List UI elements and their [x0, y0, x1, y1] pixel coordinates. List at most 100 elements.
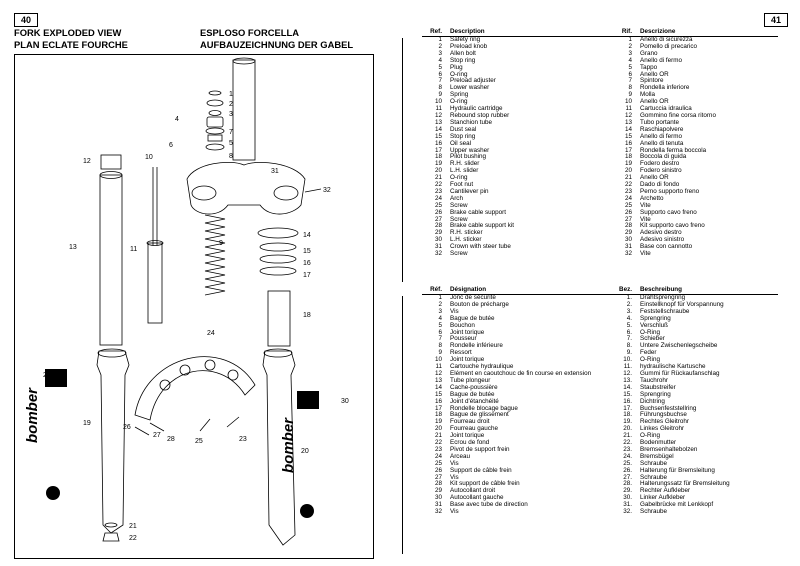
part-desc: Stop ring: [450, 56, 476, 64]
part-ref: 22: [434, 181, 442, 189]
part-desc-alt: Kit supporto cavo freno: [640, 222, 705, 230]
exploded-view-figure: bomber bomber 1 2 3 4 5 6 7 8 9 10 11: [14, 54, 374, 559]
part-ref: 19: [434, 418, 442, 426]
part-ref-alt: 2: [628, 42, 632, 50]
part-desc-alt: Untere Zwischenlegscheibe: [640, 342, 718, 350]
part-ref-alt: 29.: [623, 487, 632, 495]
part-desc-alt: Anello di fermo: [640, 132, 682, 140]
part-ref: 17: [434, 146, 442, 154]
part-ref: 2: [438, 300, 442, 308]
part-desc-alt: O-Ring: [640, 328, 660, 336]
part-ref-alt: 13: [624, 118, 632, 126]
callout-1: 1: [229, 91, 233, 98]
part-ref: 25: [434, 459, 442, 467]
part-desc-alt: Fodero sinistro: [640, 167, 682, 175]
part-ref-alt: 18.: [623, 411, 632, 419]
callout-18: 18: [303, 312, 311, 319]
part-ref-alt: 26: [624, 208, 632, 216]
part-ref: 20: [434, 425, 442, 433]
part-desc-alt: Perno supporto freno: [640, 187, 700, 195]
part-ref-alt: 13.: [623, 376, 632, 384]
part-ref-alt: 25: [624, 201, 632, 209]
part-desc: Lower washer: [450, 84, 490, 92]
part-ref-alt: 2.: [626, 300, 632, 308]
part-desc-alt: Feststellschraube: [640, 307, 690, 315]
part-desc: Pivot de support frein: [450, 445, 510, 453]
part-desc: Jonc de sécurité: [450, 294, 496, 301]
part-ref-alt: 21: [624, 174, 632, 182]
part-ref: 28: [434, 480, 442, 488]
part-ref: 31: [434, 243, 442, 251]
part-ref-alt: 30: [624, 236, 632, 244]
part-ref-alt: 9.: [626, 349, 632, 357]
part-desc-alt: Rondella inferiore: [640, 84, 690, 92]
part-desc-alt: Feder: [640, 349, 657, 357]
part-ref: 28: [434, 222, 442, 230]
callout-11: 11: [130, 246, 137, 253]
part-ref: 9: [438, 349, 442, 357]
callout-25: 25: [195, 438, 203, 445]
part-desc: Plug: [450, 63, 463, 71]
part-desc-alt: Gommino fine corsa ritorno: [640, 111, 716, 119]
part-ref: 13: [434, 118, 442, 126]
page-number-left: 40: [14, 13, 38, 27]
part-desc-alt: Spintore: [640, 77, 664, 85]
part-ref: 18: [434, 153, 442, 161]
callout-15: 15: [303, 248, 311, 255]
part-ref-alt: 8: [628, 84, 632, 92]
part-desc-alt: Gabelbrücke mit Lenkkopf: [640, 501, 714, 509]
part-ref: 26: [434, 208, 442, 216]
part-desc-alt: Anello di tenuta: [640, 139, 684, 147]
part-desc-alt: Fodero destro: [640, 160, 680, 168]
part-desc-alt: Halterungssatz für Bremsleitung: [640, 480, 730, 488]
part-ref-alt: 5: [628, 63, 632, 71]
part-desc: Crown with steer tube: [450, 243, 511, 251]
callout-21: 21: [129, 523, 137, 530]
callout-30: 30: [341, 398, 349, 405]
part-desc-alt: Molla: [640, 91, 656, 99]
part-desc: R.H. slider: [450, 160, 480, 168]
part-ref-alt: 20.: [623, 425, 632, 433]
col-descrizione: Descrizione: [640, 27, 778, 37]
part-desc: Brake cable support: [450, 208, 507, 216]
col-beschreibung: Beschreibung: [640, 285, 778, 295]
title-fr: PLAN ECLATE FOURCHE: [14, 38, 128, 50]
part-ref-alt: 24: [624, 194, 632, 202]
part-ref-alt: 20: [624, 167, 632, 175]
callout-31: 31: [271, 168, 279, 175]
part-ref-alt: 25.: [623, 459, 632, 467]
part-desc: Vis: [450, 459, 459, 467]
part-desc: Cantilever pin: [450, 187, 489, 195]
part-desc: Dust seal: [450, 125, 477, 133]
part-ref-alt: 31.: [623, 501, 632, 509]
svg-text:bomber: bomber: [280, 417, 297, 473]
part-desc-alt: Archetto: [640, 194, 664, 202]
part-desc-alt: Sprengring: [640, 314, 671, 322]
part-ref-alt: 32.: [623, 508, 632, 516]
part-desc: O-ring: [450, 70, 468, 78]
part-ref-alt: 27.: [623, 473, 632, 481]
part-desc: Cache-poussière: [450, 383, 498, 391]
callout-23: 23: [239, 436, 247, 443]
part-desc: Preload knob: [450, 42, 488, 50]
part-desc: Safety ring: [450, 36, 481, 43]
part-ref-alt: 11.: [623, 363, 632, 371]
part-desc: R.H. sticker: [450, 229, 483, 237]
lh-sticker-logo: bomber: [280, 391, 319, 518]
col-rif: Rif.: [612, 27, 640, 37]
part-ref-alt: 4: [628, 56, 632, 64]
